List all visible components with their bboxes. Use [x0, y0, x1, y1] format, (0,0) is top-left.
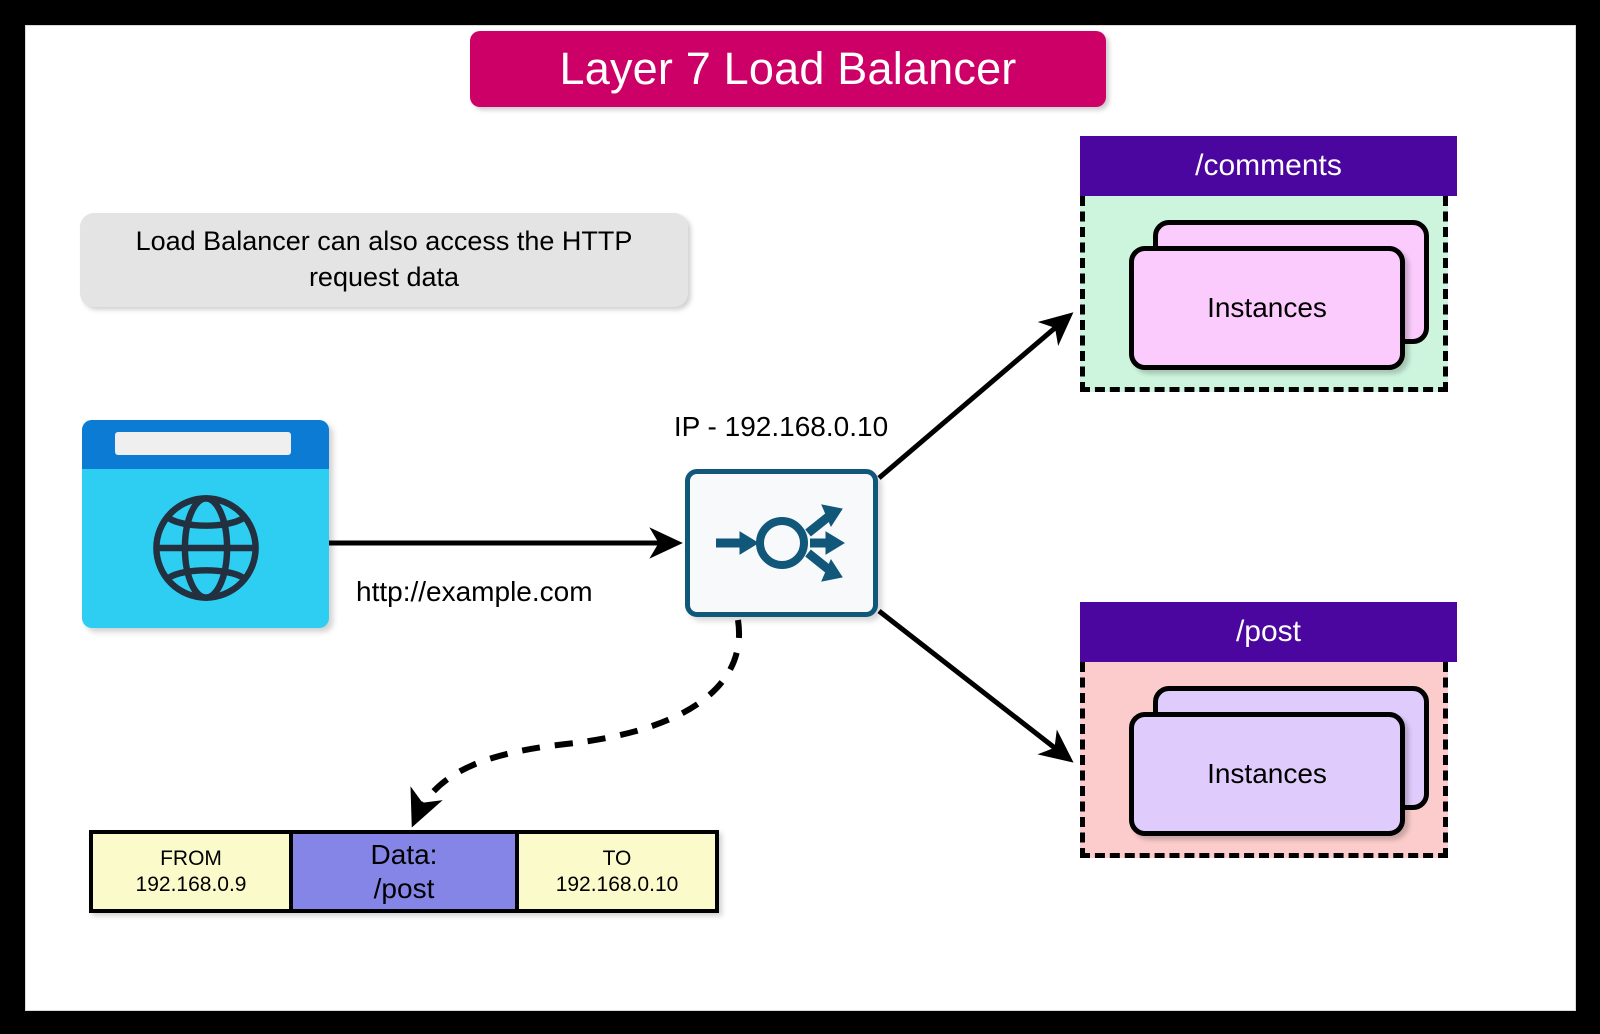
packet-data-label: Data: — [370, 839, 438, 871]
packet-data-value: /post — [373, 872, 435, 904]
packet-to-label: TO — [602, 846, 632, 870]
instance-label: Instances — [1207, 758, 1327, 789]
instance-stack: Instances — [1129, 220, 1429, 370]
instance-stack: Instances — [1129, 686, 1429, 836]
load-balancer-icon — [715, 504, 845, 582]
packet-cell-from: FROM 192.168.0.9 — [93, 834, 293, 909]
target-group-post-body: Instances — [1080, 662, 1448, 858]
browser-window-icon — [82, 420, 329, 628]
load-balancer-ip-label: IP - 192.168.0.10 — [673, 411, 889, 442]
target-group-post: Instances /post — [1080, 602, 1457, 858]
target-group-comments: Instances /comments — [1080, 136, 1457, 392]
packet-to-value: 192.168.0.10 — [555, 872, 679, 896]
packet-from-label: FROM — [160, 846, 222, 870]
packet-from-value: 192.168.0.9 — [135, 872, 247, 896]
instance-label: Instances — [1207, 292, 1327, 323]
browser-titlebar — [82, 420, 329, 469]
instance-box-primary: Instances — [1129, 246, 1405, 370]
load-balancer-node — [685, 469, 878, 617]
packet-cell-to: TO 192.168.0.10 — [519, 834, 715, 909]
target-group-post-header: /post — [1080, 602, 1457, 662]
instance-box-primary: Instances — [1129, 712, 1405, 836]
page-title: Layer 7 Load Balancer — [559, 43, 1017, 94]
note-callout: Load Balancer can also access the HTTP r… — [80, 213, 688, 307]
browser-address-bar — [115, 432, 291, 455]
arrow-lb-to-comments — [877, 312, 1074, 480]
target-group-path-label: /comments — [1195, 149, 1342, 182]
arrow-lb-to-packet-dashed — [410, 619, 743, 828]
diagram-canvas: Layer 7 Load Balancer Load Balancer can … — [26, 26, 1575, 1010]
arrow-lb-to-post — [877, 609, 1074, 763]
http-packet-table: FROM 192.168.0.9 Data: /post TO 192.168.… — [89, 830, 719, 913]
target-group-comments-header: /comments — [1080, 136, 1457, 196]
diagram-title-banner: Layer 7 Load Balancer — [470, 31, 1106, 107]
globe-icon — [152, 495, 259, 601]
target-group-comments-body: Instances — [1080, 196, 1448, 392]
request-url-label: http://example.com — [356, 576, 593, 607]
packet-cell-data: Data: /post — [293, 834, 519, 909]
target-group-path-label: /post — [1235, 615, 1302, 648]
note-text: Load Balancer can also access the HTTP r… — [135, 226, 633, 292]
